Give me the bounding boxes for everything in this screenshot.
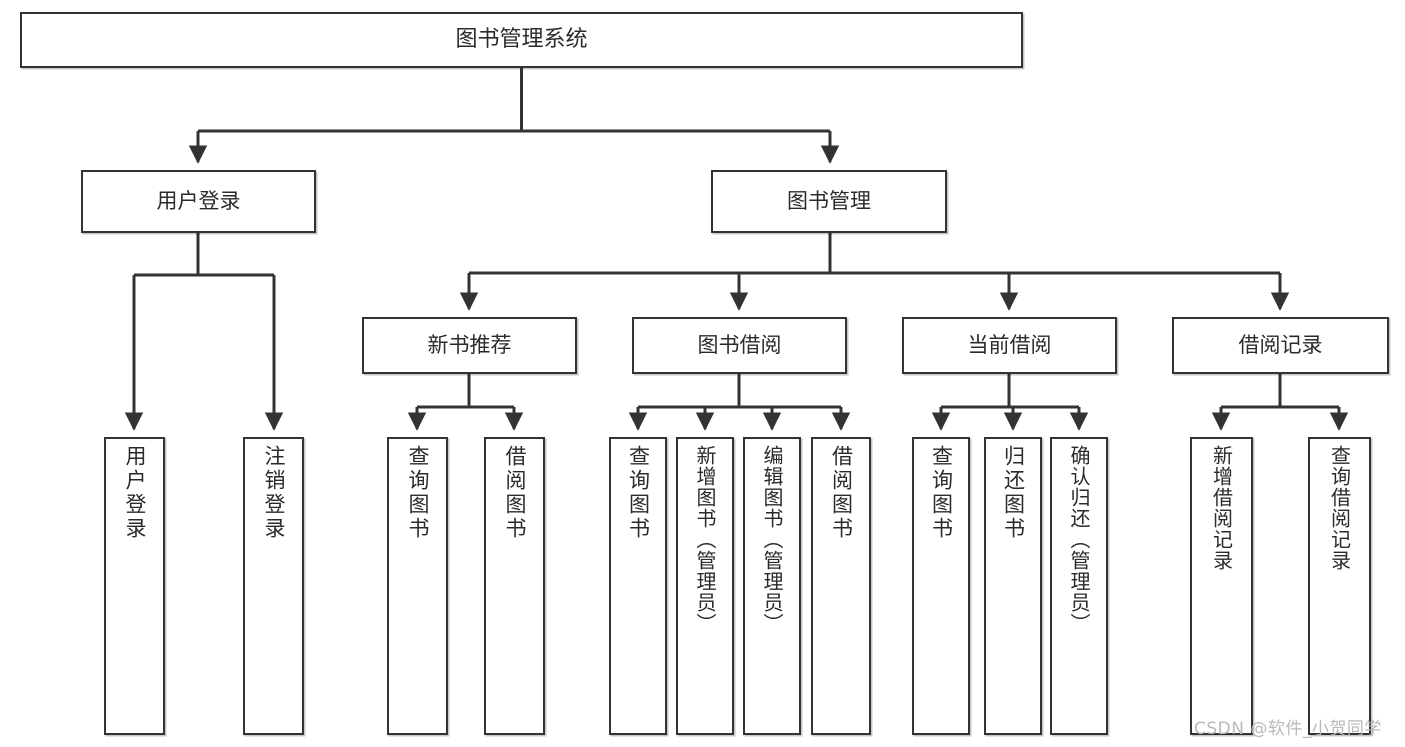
node-label: 当前借阅 bbox=[967, 333, 1052, 358]
leaf-node[interactable]: 借阅图书 bbox=[484, 437, 545, 735]
leaf-node[interactable]: 新增图书（管理员） bbox=[676, 437, 734, 735]
node-label: 查询借阅记录 bbox=[1327, 445, 1352, 571]
node-book-management[interactable]: 图书管理 bbox=[711, 170, 947, 233]
node-current-borrow[interactable]: 当前借阅 bbox=[902, 317, 1117, 374]
node-label: 新增图书（管理员） bbox=[693, 445, 717, 634]
node-label: 新书推荐 bbox=[427, 333, 512, 358]
node-label: 查询图书 bbox=[626, 445, 651, 541]
node-label: 图书管理系统 bbox=[455, 27, 588, 53]
node-label: 借阅图书 bbox=[503, 445, 527, 541]
node-label: 新增借阅记录 bbox=[1209, 445, 1234, 571]
node-label: 查询图书 bbox=[929, 445, 954, 541]
leaf-node[interactable]: 归还图书 bbox=[984, 437, 1042, 735]
leaf-node[interactable]: 查询图书 bbox=[387, 437, 448, 735]
node-label: 确认归还（管理员） bbox=[1067, 445, 1091, 634]
leaf-node[interactable]: 查询图书 bbox=[912, 437, 970, 735]
node-label: 图书管理 bbox=[787, 189, 871, 214]
leaf-node[interactable]: 借阅图书 bbox=[811, 437, 871, 735]
node-label: 查询图书 bbox=[406, 445, 430, 541]
node-label: 归还图书 bbox=[1001, 445, 1026, 541]
leaf-node[interactable]: 新增借阅记录 bbox=[1190, 437, 1253, 735]
node-book-borrow[interactable]: 图书借阅 bbox=[632, 317, 847, 374]
leaf-node[interactable]: 确认归还（管理员） bbox=[1050, 437, 1108, 735]
node-label: 用户登录 bbox=[123, 445, 147, 541]
leaf-node[interactable]: 注销登录 bbox=[243, 437, 304, 735]
leaf-node[interactable]: 用户登录 bbox=[104, 437, 165, 735]
node-label: 用户登录 bbox=[156, 189, 241, 214]
node-borrow-record[interactable]: 借阅记录 bbox=[1172, 317, 1389, 374]
node-root-system[interactable]: 图书管理系统 bbox=[20, 12, 1023, 68]
leaf-node[interactable]: 查询图书 bbox=[609, 437, 667, 735]
node-label: 编辑图书（管理员） bbox=[760, 445, 784, 634]
node-user-login[interactable]: 用户登录 bbox=[81, 170, 316, 233]
leaf-node[interactable]: 编辑图书（管理员） bbox=[743, 437, 801, 735]
node-label: 注销登录 bbox=[262, 445, 286, 541]
csdn-watermark: CSDN @软件_小贺同学 bbox=[1194, 719, 1382, 739]
node-label: 借阅记录 bbox=[1238, 333, 1323, 358]
node-label: 图书借阅 bbox=[697, 333, 782, 358]
node-new-book-recommend[interactable]: 新书推荐 bbox=[362, 317, 577, 374]
leaf-node[interactable]: 查询借阅记录 bbox=[1308, 437, 1371, 735]
node-label: 借阅图书 bbox=[829, 445, 854, 541]
